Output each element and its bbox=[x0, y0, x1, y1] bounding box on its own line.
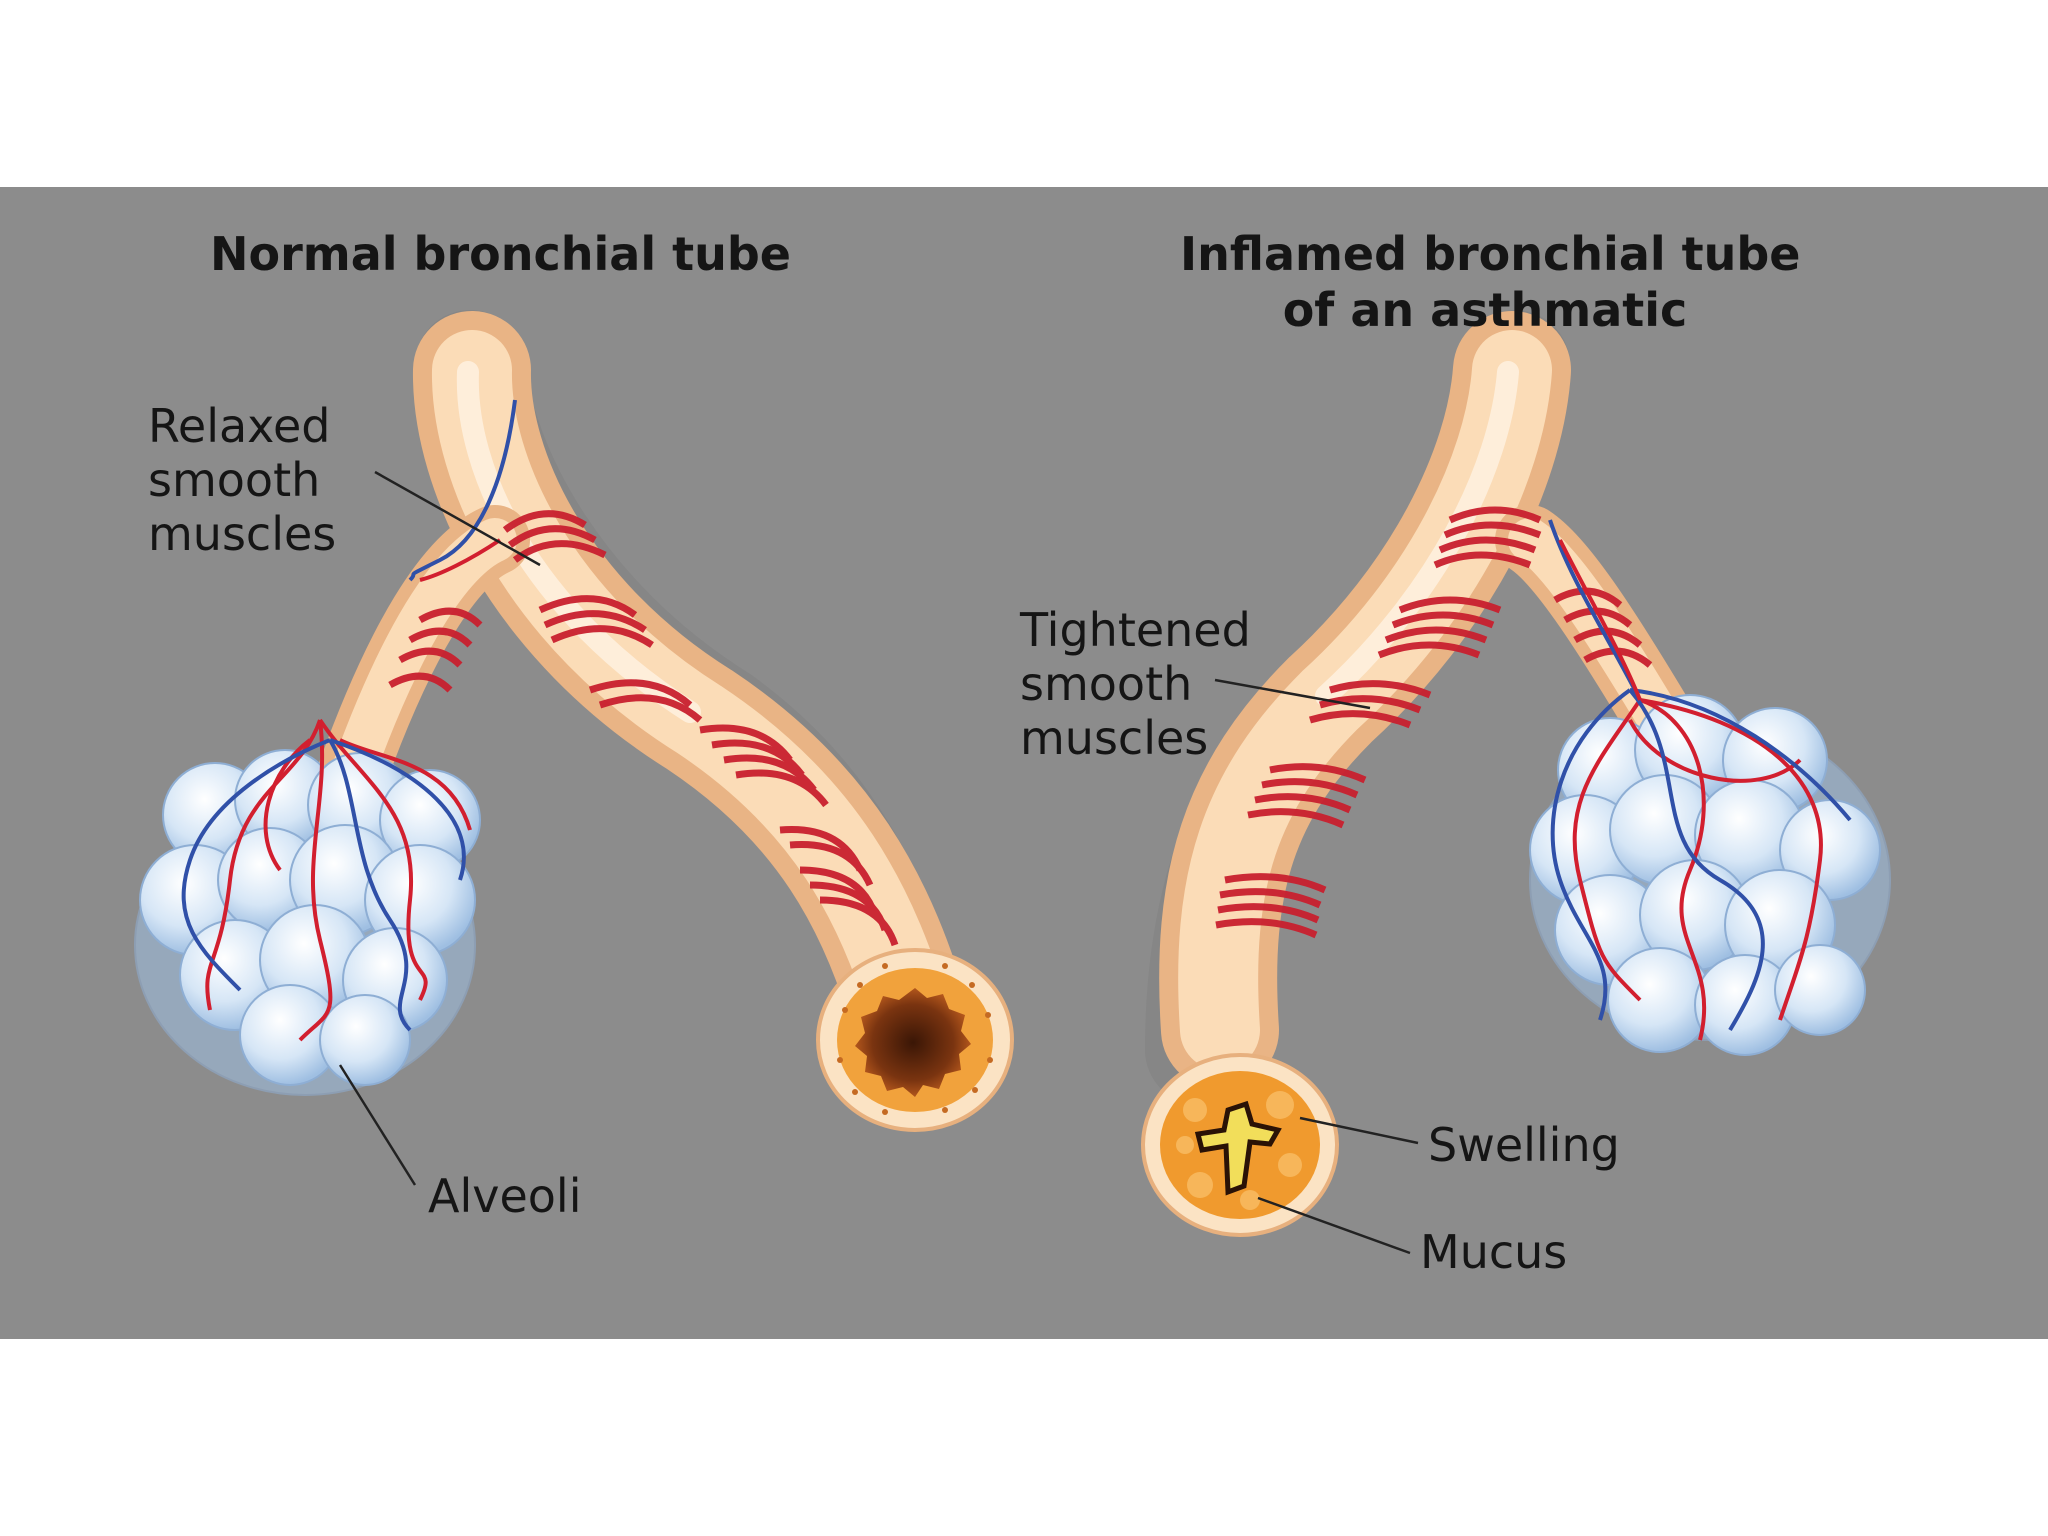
label-mucus: Mucus bbox=[1420, 1225, 1568, 1279]
label-tightened-smooth-muscles: Tightened smooth muscles bbox=[1020, 603, 1251, 765]
label-tightened-line1: Tightened bbox=[1020, 603, 1251, 657]
alveoli-cluster-inflamed bbox=[1529, 694, 1891, 1056]
label-tightened-line2: smooth bbox=[1020, 657, 1193, 711]
title-inflamed-line2: of an asthmatic bbox=[1282, 283, 1688, 337]
inflamed-bronchial-tube bbox=[1141, 310, 1891, 1237]
label-swelling: Swelling bbox=[1428, 1118, 1620, 1172]
label-relaxed-line1: Relaxed bbox=[148, 399, 331, 453]
label-tightened-line3: muscles bbox=[1020, 711, 1209, 765]
label-relaxed-line2: smooth bbox=[148, 453, 321, 507]
label-alveoli: Alveoli bbox=[428, 1169, 582, 1223]
normal-cross-section bbox=[816, 948, 1014, 1132]
blood-vessels-normal bbox=[181, 399, 517, 1042]
mucus-plug bbox=[1194, 1100, 1282, 1196]
relaxed-muscle-bands bbox=[388, 510, 899, 947]
inflamed-cross-section bbox=[1141, 1053, 1339, 1237]
title-normal: Normal bronchial tube bbox=[210, 227, 791, 281]
blood-vessels-inflamed bbox=[1548, 519, 1852, 1041]
label-relaxed-line3: muscles bbox=[148, 507, 337, 561]
normal-bronchial-tube bbox=[134, 310, 1014, 1132]
alveoli-cluster-normal bbox=[134, 749, 481, 1096]
leader-lines bbox=[338, 470, 1419, 1255]
title-inflamed-line1: Inflamed bronchial tube bbox=[1180, 227, 1801, 281]
label-relaxed-smooth-muscles: Relaxed smooth muscles bbox=[148, 399, 336, 561]
